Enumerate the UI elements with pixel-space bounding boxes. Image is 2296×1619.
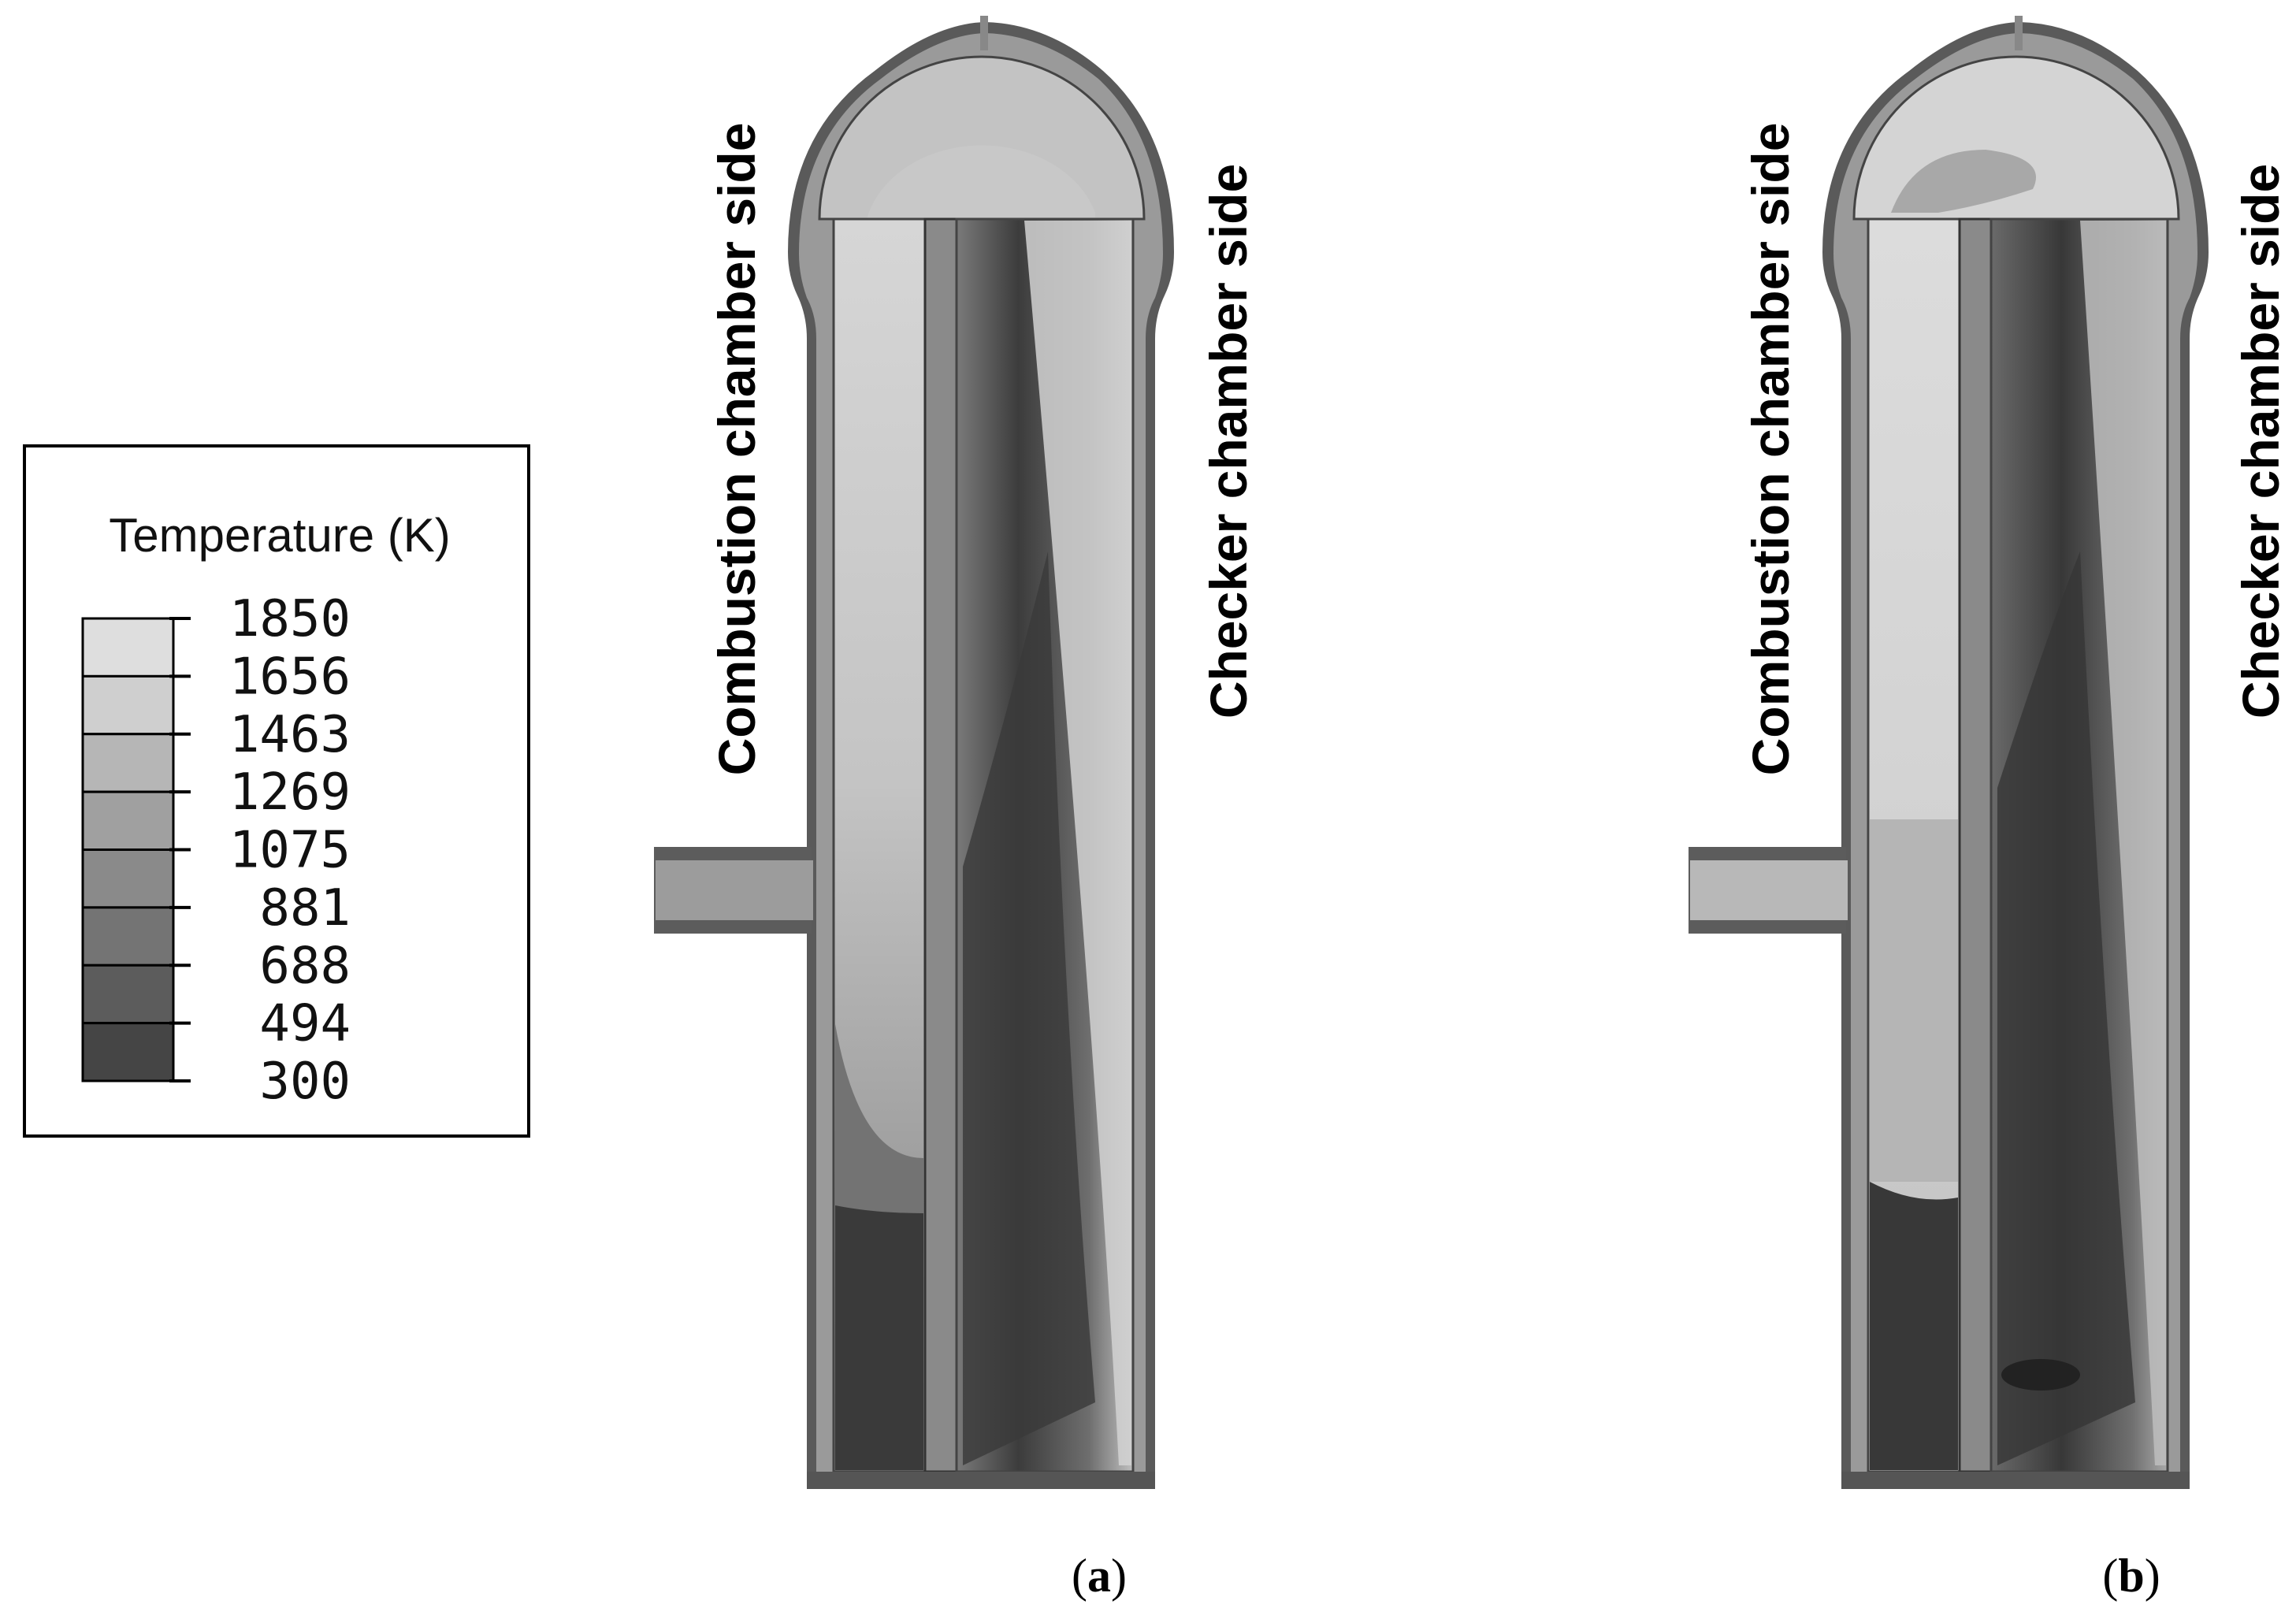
legend-swatch	[81, 906, 175, 967]
legend-ticks	[169, 617, 191, 1082]
legend-title: Temperature (K)	[109, 509, 450, 562]
dome-hot-zone	[867, 145, 1095, 219]
legend-level-label: 300	[259, 1053, 351, 1111]
combustion-mid-zone	[1870, 819, 1958, 1182]
combustion-cool-zone	[835, 1024, 923, 1213]
legend-colorbar	[81, 617, 175, 1082]
checker-cold-core	[1997, 551, 2135, 1465]
panel-b-right-side-label: Checker chamber side	[2231, 164, 2290, 719]
checker-hot-band	[2080, 221, 2166, 1465]
legend-level-label: 688	[259, 937, 351, 995]
legend-swatch	[81, 1022, 175, 1082]
panel-a-left-side-label: Combustion chamber side	[708, 123, 766, 776]
legend-swatch	[81, 674, 175, 736]
stove-base	[1841, 1472, 2190, 1489]
burner-inlet-core	[1690, 860, 1848, 920]
temperature-legend: Temperature (K) 185016561463126910758816…	[23, 444, 530, 1138]
panel-a-right-side-label: Checker chamber side	[1199, 164, 1258, 719]
combustion-cold-zone	[835, 1182, 923, 1470]
legend-swatch	[81, 790, 175, 851]
panel-b	[1689, 16, 2209, 1489]
legend-level-label: 1075	[229, 822, 351, 880]
legend-level-label: 1463	[229, 706, 351, 764]
panel-a	[654, 16, 1174, 1489]
partition-wall	[923, 217, 958, 1473]
legend-level-label: 494	[259, 995, 351, 1053]
dome-cap	[980, 16, 988, 50]
checker-cold-core	[963, 551, 1095, 1465]
checker-cold-spot	[2001, 1359, 2080, 1391]
legend-swatch	[81, 733, 175, 793]
stove-base	[807, 1472, 1155, 1489]
panel-b-left-side-label: Combustion chamber side	[1741, 123, 1800, 776]
legend-level-label: 881	[259, 879, 351, 938]
legend-level-label: 1269	[229, 763, 351, 822]
checker-hot-band	[1024, 221, 1131, 1465]
legend-swatch	[81, 848, 175, 909]
partition-wall	[1958, 217, 1993, 1473]
burner-inlet-core	[656, 860, 813, 920]
legend-swatch	[81, 964, 175, 1025]
dome-cap	[2015, 16, 2023, 50]
dome-cool-zone	[1891, 150, 2036, 213]
legend-level-label: 1656	[229, 648, 351, 706]
legend-swatch	[81, 617, 175, 678]
panel-a-caption: (a)	[1072, 1550, 1127, 1602]
panel-b-caption: (b)	[2102, 1550, 2160, 1602]
legend-level-label: 1850	[229, 590, 351, 648]
combustion-cold-zone	[1870, 1182, 1958, 1470]
